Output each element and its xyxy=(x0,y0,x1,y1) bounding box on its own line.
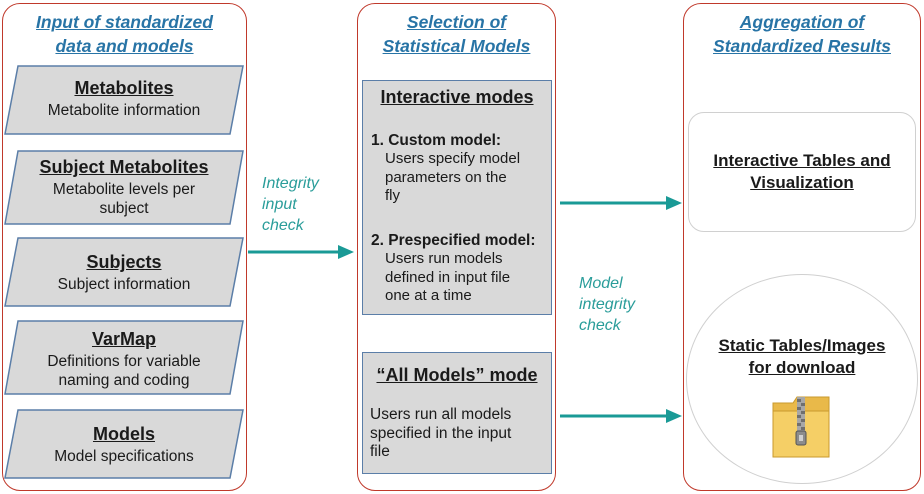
prespecified-model-item: 2. Prespecified model: Users run models … xyxy=(371,232,536,304)
models-desc: Model specifications xyxy=(54,448,194,465)
subjects-heading: Subjects xyxy=(86,252,162,272)
metabolites-heading: Metabolites xyxy=(74,78,174,98)
subject-metabolites-heading: Subject Metabolites xyxy=(39,157,209,177)
all-models-heading: “All Models” mode xyxy=(376,365,538,385)
selection-panel-title: Selection of Statistical Models xyxy=(382,12,531,56)
varmap-desc: Definitions for variable naming and codi… xyxy=(47,353,201,389)
models-heading: Models xyxy=(92,424,155,444)
static-tables-label: Static Tables/Images for download xyxy=(718,336,886,377)
custom-model-item: 1. Custom model: Users specify model par… xyxy=(371,132,521,204)
all-models-box: “All Models” mode Users run all models s… xyxy=(362,352,552,474)
models-block: Models Model specifications xyxy=(4,409,244,479)
parallelogram-shape xyxy=(4,150,244,225)
integrity-input-check-label: Integrity input check xyxy=(262,175,319,234)
varmap-heading: VarMap xyxy=(91,329,157,349)
parallelogram-shape xyxy=(4,320,244,395)
parallelogram-shape xyxy=(4,409,244,479)
zip-folder-icon xyxy=(772,396,830,458)
interactive-tables-box: Interactive Tables and Visualization xyxy=(688,112,916,232)
interactive-modes-heading: Interactive modes xyxy=(380,87,534,107)
all-models-desc: Users run all models specified in the in… xyxy=(370,406,512,460)
subject-metabolites-desc: Metabolite levels per subject xyxy=(52,181,196,217)
parallelogram-shape xyxy=(4,65,244,135)
static-tables-box: Static Tables/Images for download xyxy=(686,274,918,484)
subjects-block: Subjects Subject information xyxy=(4,237,244,307)
metabolites-desc: Metabolite information xyxy=(47,102,201,119)
interactive-modes-box: Interactive modes 1. Custom model: Users… xyxy=(362,80,552,315)
interactive-tables-label: Interactive Tables and Visualization xyxy=(713,151,891,192)
arrow-right-icon xyxy=(560,196,682,210)
subjects-desc: Subject information xyxy=(57,276,191,293)
model-integrity-check-label: Model integrity check xyxy=(579,275,636,334)
varmap-block: VarMap Definitions for variable naming a… xyxy=(4,320,244,395)
metabolites-block: Metabolites Metabolite information xyxy=(4,65,244,135)
aggregation-panel-title: Aggregation of Standardized Results xyxy=(713,12,891,56)
parallelogram-shape xyxy=(4,237,244,307)
input-panel-title: Input of standardized data and models xyxy=(36,12,213,56)
subject-metabolites-block: Subject Metabolites Metabolite levels pe… xyxy=(4,150,244,225)
arrow-right-icon xyxy=(248,245,354,259)
arrow-right-icon xyxy=(560,409,682,423)
